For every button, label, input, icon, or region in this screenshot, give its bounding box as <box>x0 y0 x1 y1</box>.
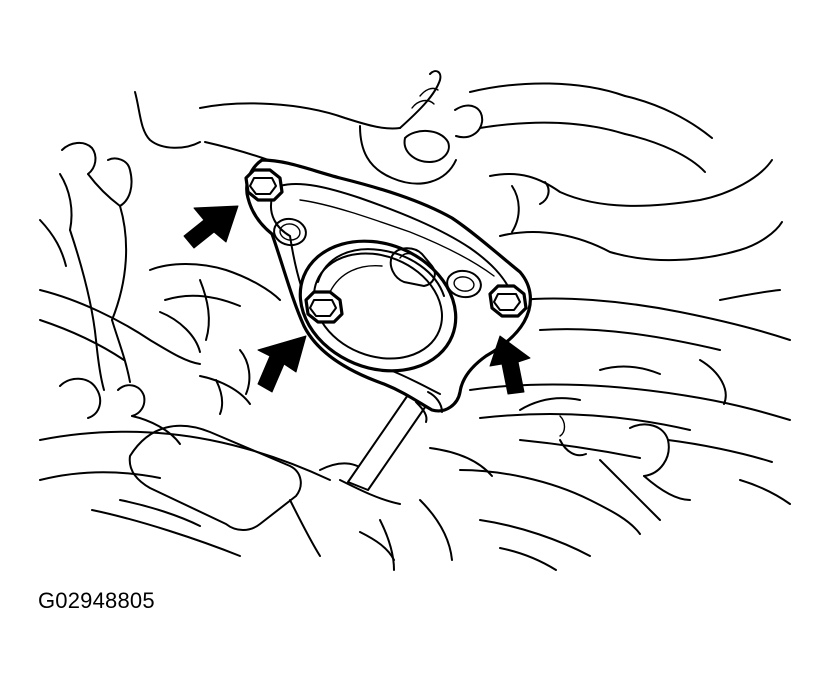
throttle-body-flange <box>245 158 532 423</box>
figure-code: G02948805 <box>38 588 155 613</box>
arrow-icon <box>183 205 239 249</box>
arrow-icon <box>489 335 531 395</box>
rod <box>347 391 431 491</box>
arrow-icon <box>257 335 307 393</box>
background-engine-parts <box>39 70 791 571</box>
bolt-right <box>488 284 528 318</box>
bolt-center <box>304 290 344 324</box>
bolt-upper-left <box>244 168 284 202</box>
